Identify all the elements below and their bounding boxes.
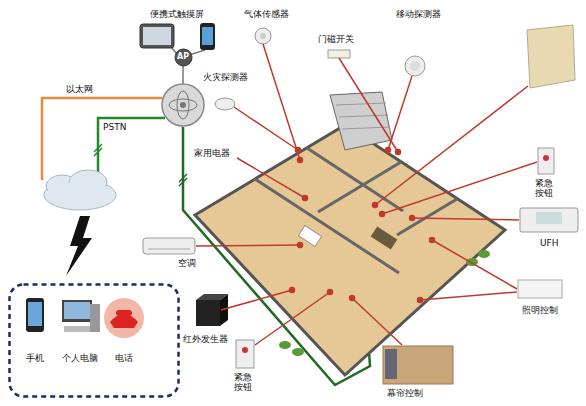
lightning-bolt xyxy=(66,216,92,276)
device-label: 紧急 按钮 xyxy=(233,372,254,393)
sensor-label: 移动探测器 xyxy=(396,9,441,19)
device-label: 红外发生器 xyxy=(183,334,228,344)
node-text: 手机 xyxy=(26,353,44,363)
network-label: PSTN xyxy=(103,122,126,132)
client-devices xyxy=(26,298,144,338)
device-label: 紧急 按钮 xyxy=(534,178,555,199)
sensor-label: 气体传感器 xyxy=(244,9,289,19)
cloud xyxy=(44,170,116,276)
access-point: AP xyxy=(174,48,193,67)
device-label: 幕帘控制 xyxy=(387,388,423,398)
device-label: 便携式触摸屏 xyxy=(150,9,204,19)
dashed-group-box xyxy=(8,283,180,398)
device-label: 家用电器 xyxy=(194,148,230,158)
leader-lines xyxy=(196,44,537,345)
device-label: 照明控制 xyxy=(522,305,558,315)
network-label: 以太网 xyxy=(66,84,93,94)
home-controller xyxy=(162,84,204,126)
node-text: 个人电脑 xyxy=(62,353,98,363)
touch-screens xyxy=(140,23,215,50)
house-floorplan xyxy=(195,92,505,375)
node-text: AP xyxy=(177,52,189,61)
sensor-label: 火灾探测器 xyxy=(203,72,248,82)
ap-circle-shape xyxy=(175,49,192,66)
device-label: UFH xyxy=(540,238,559,248)
client-group: 手机 个人电脑 电话 xyxy=(8,283,180,398)
sensor-label: 门磁开关 xyxy=(318,34,354,44)
node-text: 电话 xyxy=(115,353,133,363)
dashed-outline xyxy=(10,285,179,397)
sensors xyxy=(143,25,578,384)
device-label: 空调 xyxy=(178,258,196,268)
